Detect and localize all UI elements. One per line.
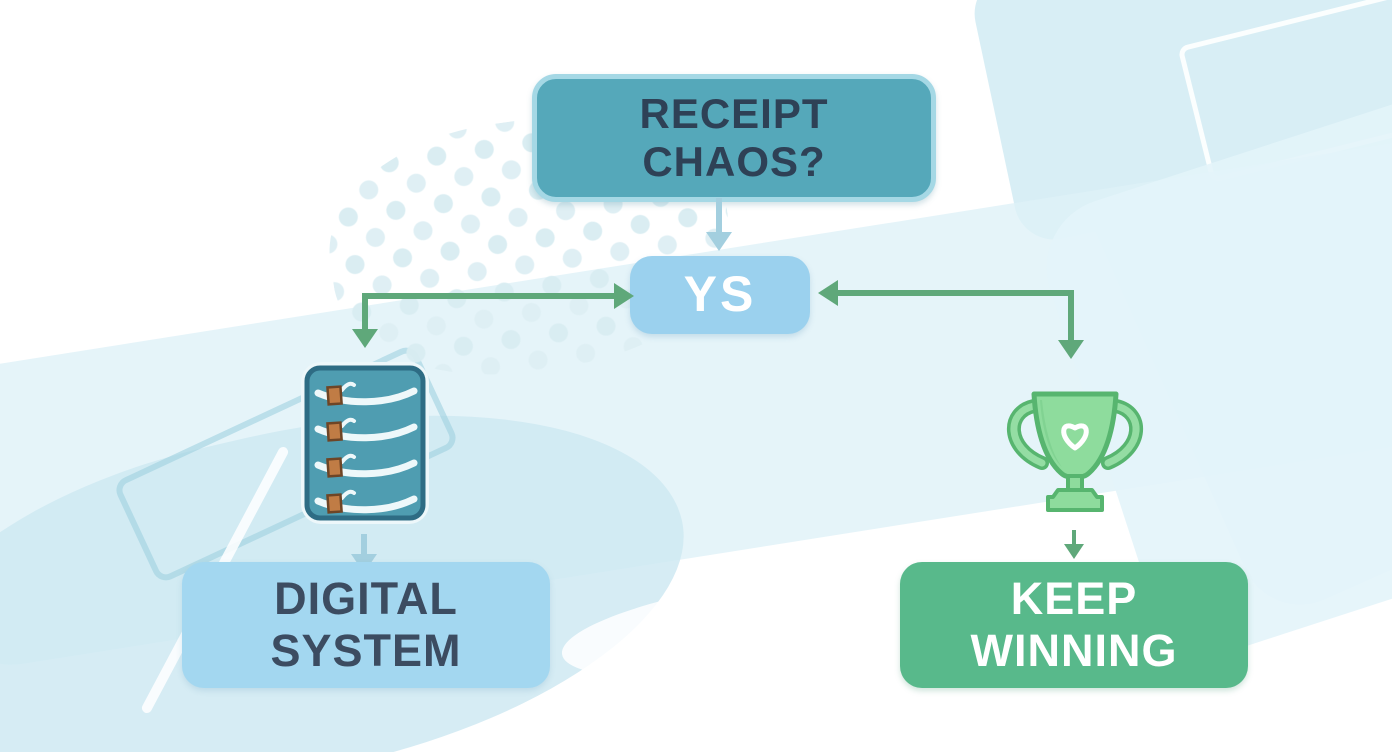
node-receipt-chaos-label: RECEIPT CHAOS? (639, 89, 829, 185)
node-ys: YS (630, 256, 810, 334)
arrowhead-down-icon (1064, 544, 1084, 559)
node-digital-system-label: DIGITAL SYSTEM (270, 573, 462, 676)
background-wash-right (1066, 0, 1392, 624)
background-outline-stroke-top-right (1177, 0, 1392, 183)
trophy-icon (1000, 386, 1150, 529)
arrowhead-down-icon (352, 329, 378, 348)
arrowhead-right-icon (614, 283, 634, 309)
node-keep-winning: KEEP WINNING (900, 562, 1248, 688)
node-receipt-chaos: RECEIPT CHAOS? (532, 74, 936, 202)
background-wash-top-right (967, 0, 1392, 247)
checklist-icon (298, 359, 432, 532)
node-ys-label: YS (683, 266, 757, 323)
arrowhead-down-icon (1058, 340, 1084, 359)
node-digital-system: DIGITAL SYSTEM (182, 562, 550, 688)
node-keep-winning-label: KEEP WINNING (970, 573, 1178, 676)
arrowhead-left-icon (818, 280, 838, 306)
arrowhead-down-icon (706, 232, 732, 251)
